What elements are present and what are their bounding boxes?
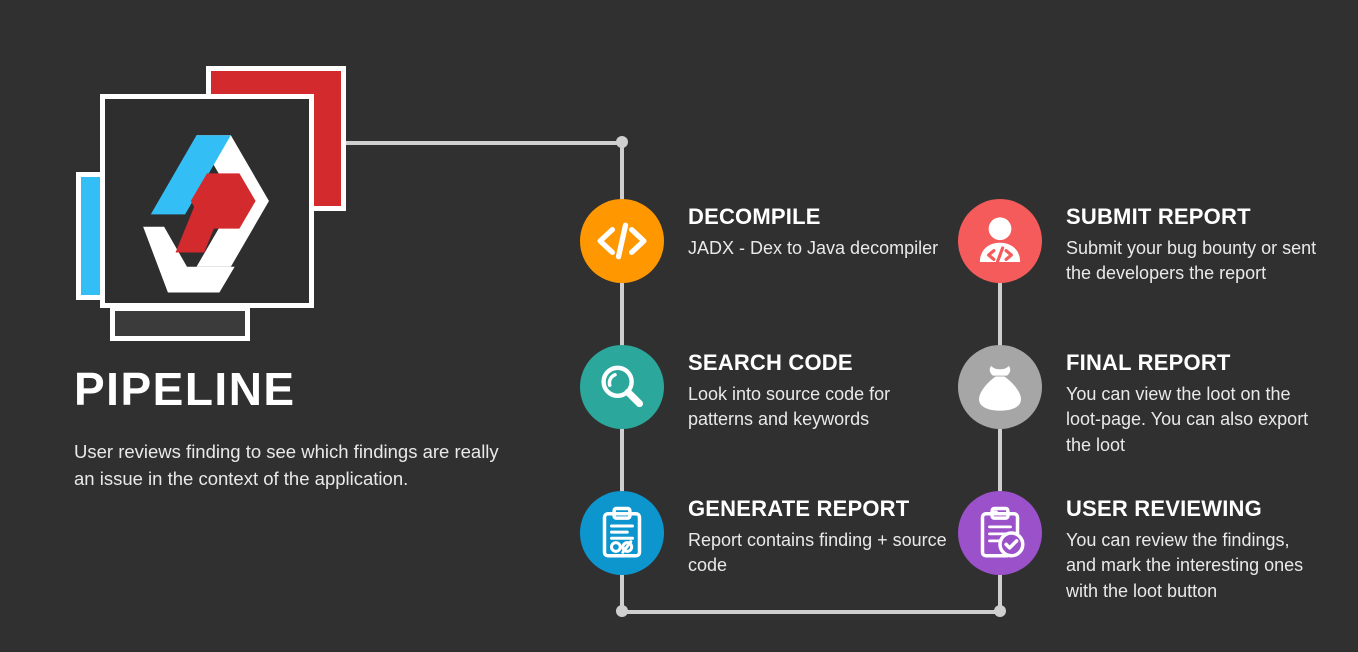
step-badge-user-reviewing[interactable]	[958, 491, 1042, 575]
step-badge-submit-report[interactable]	[958, 199, 1042, 283]
step-title: SEARCH CODE	[688, 350, 853, 375]
person-code-icon	[979, 217, 1021, 264]
step-desc: Submit your bug bounty or sent the devel…	[1066, 237, 1317, 284]
hexagon-code-logo-icon	[143, 135, 269, 293]
step-text-submit-report: SUBMIT REPORT Submit your bug bounty or …	[1066, 199, 1318, 287]
step-search-code[interactable]: SEARCH CODE Look into source code for pa…	[580, 345, 950, 433]
connector-left-v3	[620, 429, 624, 493]
step-decompile[interactable]: DECOMPILE JADX - Dex to Java decompiler	[580, 199, 938, 283]
brand-panel: PIPELINE User reviews finding to see whi…	[0, 0, 560, 652]
step-user-reviewing[interactable]: USER REVIEWING You can review the findin…	[958, 491, 1318, 604]
connector-left-v1	[620, 141, 624, 203]
connector-dot-top-right	[616, 136, 628, 148]
page-title: PIPELINE	[74, 363, 296, 415]
step-generate-report[interactable]: GENERATE REPORT Report contains finding …	[580, 491, 950, 579]
code-brackets-icon	[597, 222, 647, 260]
step-text-generate-report: GENERATE REPORT Report contains finding …	[688, 491, 950, 579]
step-submit-report[interactable]: SUBMIT REPORT Submit your bug bounty or …	[958, 199, 1318, 287]
step-title: FINAL REPORT	[1066, 350, 1231, 375]
page-subtitle: User reviews finding to see which findin…	[74, 441, 499, 490]
step-text-user-reviewing: USER REVIEWING You can review the findin…	[1066, 491, 1318, 604]
connector-left-v4	[620, 575, 624, 615]
logo-card-main	[100, 94, 314, 308]
connector-right-v3	[998, 283, 1002, 347]
step-text-final-report: FINAL REPORT You can view the loot on th…	[1066, 345, 1318, 458]
money-bag-icon	[979, 366, 1021, 411]
connector-left-v2	[620, 283, 624, 347]
step-text-decompile: DECOMPILE JADX - Dex to Java decompiler	[688, 199, 938, 261]
connector-dot-bottom-left	[616, 605, 628, 617]
step-title: DECOMPILE	[688, 204, 821, 229]
step-badge-decompile[interactable]	[580, 199, 664, 283]
step-title: SUBMIT REPORT	[1066, 204, 1251, 229]
step-title: USER REVIEWING	[1066, 496, 1262, 521]
step-badge-search-code[interactable]	[580, 345, 664, 429]
step-badge-final-report[interactable]	[958, 345, 1042, 429]
clipboard-check-icon	[980, 506, 1025, 558]
step-final-report[interactable]: FINAL REPORT You can view the loot on th…	[958, 345, 1318, 458]
clipboard-code-icon	[602, 506, 642, 558]
step-desc: You can view the loot on the loot-page. …	[1066, 383, 1309, 455]
step-desc: Look into source code for patterns and k…	[688, 383, 891, 430]
magnifier-icon	[601, 365, 643, 408]
step-desc: You can review the findings, and mark th…	[1066, 529, 1304, 601]
step-text-search-code: SEARCH CODE Look into source code for pa…	[688, 345, 950, 433]
logo-card-grey	[110, 306, 250, 341]
step-title: GENERATE REPORT	[688, 496, 910, 521]
connector-dot-bottom-right	[994, 605, 1006, 617]
connector-bottom-horizontal	[622, 610, 1000, 614]
step-desc: Report contains finding + source code	[688, 529, 947, 576]
logo-stack	[76, 66, 366, 341]
step-desc: JADX - Dex to Java decompiler	[688, 237, 939, 258]
step-badge-generate-report[interactable]	[580, 491, 664, 575]
